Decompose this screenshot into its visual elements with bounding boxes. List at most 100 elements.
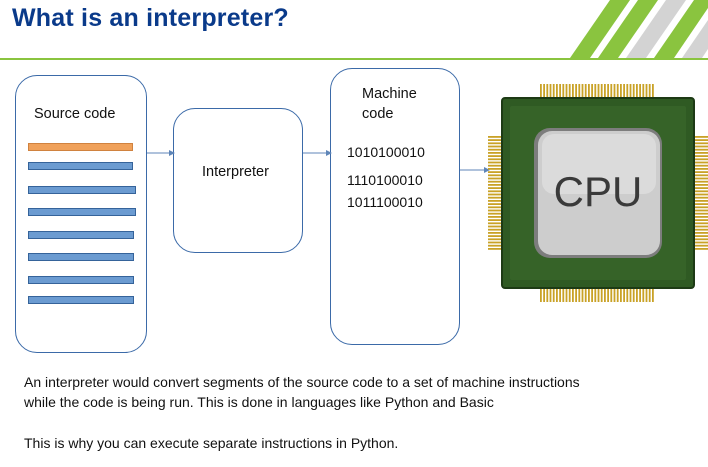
cpu-pin: [607, 287, 609, 302]
cpu-pin: [693, 248, 708, 250]
source-line: [28, 186, 136, 194]
machine-code-label-line1: Machine: [362, 86, 417, 102]
cpu-pin: [642, 84, 645, 99]
source-line: [28, 296, 134, 304]
cpu-pin: [562, 287, 565, 302]
cpu-pin: [693, 241, 708, 244]
cpu-pin: [693, 152, 708, 154]
cpu-pin: [488, 238, 503, 241]
cpu-pin: [693, 232, 708, 234]
cpu-pin: [648, 84, 651, 99]
cpu-pin: [594, 84, 597, 99]
cpu-pin: [488, 142, 503, 145]
cpu-label: CPU: [554, 168, 643, 215]
cpu-pin: [693, 158, 708, 161]
cpu-pin: [488, 222, 503, 225]
cpu-pin: [488, 139, 503, 141]
cpu-pin: [488, 241, 503, 244]
cpu-pin: [543, 84, 545, 99]
cpu-pin: [488, 216, 503, 218]
cpu-pin: [588, 287, 590, 302]
cpu-pin: [488, 206, 503, 209]
cpu-pin: [488, 155, 503, 157]
cpu-pin: [629, 84, 632, 99]
cpu-pin: [488, 212, 503, 215]
source-line-highlighted: [28, 143, 133, 151]
source-line: [28, 276, 134, 284]
cpu-pin: [600, 84, 603, 99]
cpu-pin: [629, 287, 632, 302]
cpu-pin: [562, 84, 565, 99]
cpu-pin: [584, 84, 587, 99]
cpu-pin: [581, 287, 584, 302]
cpu-pin: [620, 84, 622, 99]
cpu-pin: [693, 212, 708, 215]
description-paragraph-2: This is why you can execute separate ins…: [24, 435, 399, 451]
machine-code-label-line2: code: [362, 106, 394, 122]
source-code-label: Source code: [34, 106, 116, 122]
cpu-pin: [632, 84, 635, 99]
cpu-pin: [488, 187, 503, 189]
cpu-pin: [620, 287, 622, 302]
cpu-pin: [540, 84, 542, 99]
cpu-pin: [693, 200, 708, 202]
cpu-pin: [613, 84, 616, 99]
cpu-pin: [488, 136, 503, 138]
cpu-pin: [543, 287, 545, 302]
cpu-pin: [488, 196, 503, 199]
cpu-pin: [591, 84, 593, 99]
cpu-pin: [623, 84, 625, 99]
cpu-pin: [639, 287, 641, 302]
cpu-pin: [607, 84, 609, 99]
cpu-pin: [645, 287, 648, 302]
cpu-pin: [626, 84, 629, 99]
cpu-pin: [556, 287, 558, 302]
cpu-pin: [488, 174, 503, 177]
cpu-pin: [693, 155, 708, 157]
cpu-pin: [549, 287, 552, 302]
cpu-chip-illustration: CPU: [488, 84, 708, 302]
cpu-pin: [594, 287, 597, 302]
cpu-pin: [552, 287, 555, 302]
cpu-pin: [610, 84, 613, 99]
cpu-pin: [642, 287, 645, 302]
cpu-pin: [584, 287, 587, 302]
cpu-pin: [488, 152, 503, 154]
source-line: [28, 253, 134, 261]
cpu-pin: [693, 216, 708, 218]
cpu-pin: [559, 287, 561, 302]
cpu-pin: [488, 168, 503, 170]
cpu-pin: [565, 287, 568, 302]
cpu-pin: [604, 287, 606, 302]
cpu-pin: [616, 84, 619, 99]
cpu-pin: [693, 219, 708, 221]
cpu-pin: [652, 287, 654, 302]
cpu-pin: [488, 180, 503, 183]
interpreter-box: [173, 108, 303, 253]
cpu-pin: [488, 171, 503, 173]
cpu-pin: [600, 287, 603, 302]
cpu-pin: [488, 161, 503, 164]
cpu-pin: [488, 164, 503, 167]
cpu-pin: [546, 84, 549, 99]
cpu-pin: [639, 84, 641, 99]
cpu-pin: [693, 225, 708, 228]
cpu-pin: [556, 84, 558, 99]
cpu-pin: [568, 84, 571, 99]
cpu-pins: [488, 84, 708, 302]
cpu-pin: [693, 168, 708, 170]
cpu-pin: [693, 209, 708, 212]
cpu-pin: [575, 84, 577, 99]
cpu-pin: [540, 287, 542, 302]
cpu-pin: [693, 222, 708, 225]
cpu-pin: [546, 287, 549, 302]
cpu-pin: [693, 206, 708, 209]
cpu-pin: [693, 244, 708, 247]
source-line: [28, 162, 133, 170]
cpu-pin: [693, 161, 708, 164]
cpu-pin: [488, 193, 503, 196]
cpu-pin: [572, 287, 574, 302]
cpu-pin: [488, 244, 503, 247]
cpu-pin: [568, 287, 571, 302]
